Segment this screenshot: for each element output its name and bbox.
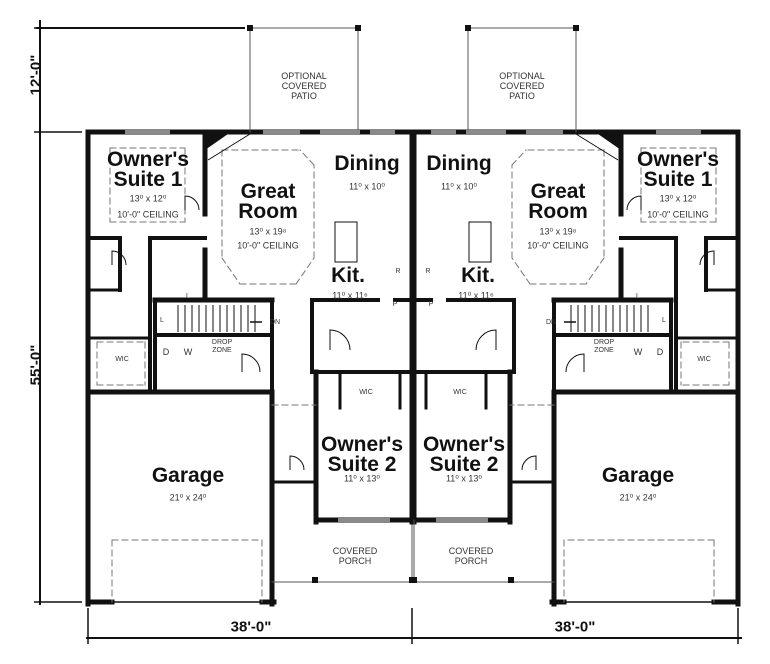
left-washer-label: W	[183, 347, 193, 357]
left-door-swing	[329, 329, 351, 351]
right-fireplace	[598, 134, 621, 150]
left-outline	[221, 257, 241, 285]
left-owners-suite-1-name: Owner's Suite 1	[106, 148, 190, 191]
left-porch-post	[312, 577, 318, 583]
left-wic-1-label: WIC	[115, 356, 129, 363]
right-great-room-size: 13⁰ x 19⁸	[539, 226, 577, 237]
left-great-room-size: 13⁰ x 19⁸	[249, 226, 287, 237]
left-door-swing	[184, 195, 200, 211]
left-patio-label: OPTIONAL COVERED PATIO	[281, 71, 327, 101]
left-dining-name: Dining	[334, 152, 400, 175]
right-patio-label: OPTIONAL COVERED PATIO	[499, 71, 545, 101]
left-pantry-label: P	[392, 301, 398, 308]
right-owners-suite-2-name: Owner's Suite 2	[422, 433, 506, 476]
right-kitchen-island	[468, 221, 492, 263]
right-door-swing	[521, 455, 537, 471]
left-patio-post	[247, 25, 253, 31]
left-linen-1-label: L	[186, 293, 190, 300]
left-outline	[295, 257, 315, 285]
left-owners-suite-1-ceiling: 10'-0" CEILING	[117, 209, 179, 220]
left-fireplace-hearth	[207, 133, 251, 161]
left-garage-name: Garage	[151, 464, 225, 487]
right-garage-size: 21⁰ x 24⁰	[619, 492, 657, 503]
right-kitchen-name: Kit.	[461, 264, 495, 287]
right-wic-2-label: WIC	[453, 389, 467, 396]
right-door-swing	[699, 250, 715, 266]
right-porch-label: COVERED PORCH	[448, 546, 494, 566]
right-porch-post	[411, 577, 417, 583]
right-door-swing	[626, 195, 642, 211]
left-door-swing	[241, 353, 261, 373]
right-door-swing	[475, 329, 497, 351]
right-great-room-name: Great Room	[528, 180, 588, 223]
right-owners-suite-2-size: 11⁰ x 13⁰	[445, 473, 483, 484]
right-owners-suite-1-ceiling: 10'-0" CEILING	[647, 209, 709, 220]
right-porch-post	[508, 577, 514, 583]
left-drop-zone-label: DROP ZONE	[211, 339, 233, 354]
left-outline	[299, 149, 315, 166]
right-great-room-ceiling: 10'-0" CEILING	[527, 240, 589, 251]
right-refrigerator-label: R	[425, 268, 431, 275]
right-patio-post	[465, 25, 471, 31]
left-garage-size: 21⁰ x 24⁰	[169, 492, 207, 503]
left-stair-down-label: DN	[269, 319, 281, 326]
right-outline	[585, 257, 605, 285]
left-porch-label: COVERED PORCH	[332, 546, 378, 566]
right-patio-post	[573, 25, 579, 31]
right-washer-label: W	[633, 347, 643, 357]
left-great-room-name: Great Room	[238, 180, 298, 223]
left-refrigerator-label: R	[395, 268, 401, 275]
left-linen-2-label: L	[160, 317, 164, 324]
right-owners-suite-1-name: Owner's Suite 1	[636, 148, 720, 191]
left-dryer-label: D	[162, 347, 170, 357]
right-door-swing	[565, 353, 585, 373]
right-linen-1-label: L	[636, 293, 640, 300]
right-wic-1-label: WIC	[697, 356, 711, 363]
overall-depth-dimension: 55'-0"	[27, 344, 45, 386]
right-owners-suite-1-size: 13⁰ x 12⁰	[659, 193, 697, 204]
left-owners-suite-1-size: 13⁰ x 12⁰	[129, 193, 167, 204]
right-linen-2-label: L	[662, 317, 666, 324]
right-kitchen-size: 11⁰ x 11⁶	[458, 290, 494, 301]
right-outline	[511, 149, 527, 166]
right-outline	[511, 257, 531, 285]
left-door-swing	[289, 455, 305, 471]
right-pantry-label: P	[428, 301, 434, 308]
left-door-swing	[111, 250, 127, 266]
patio-depth-dimension: 12'-0"	[27, 54, 45, 96]
left-width-dimension: 38'-0"	[230, 618, 272, 636]
left-patio-post	[355, 25, 361, 31]
right-dining-size: 11⁰ x 10⁰	[440, 181, 478, 192]
right-width-dimension: 38'-0"	[554, 618, 596, 636]
right-fireplace-hearth	[575, 133, 619, 161]
left-kitchen-size: 11⁰ x 11⁶	[332, 290, 368, 301]
left-kitchen-name: Kit.	[331, 264, 365, 287]
right-dryer-label: D	[656, 347, 664, 357]
left-great-room-ceiling: 10'-0" CEILING	[237, 240, 299, 251]
left-owners-suite-2-size: 11⁰ x 13⁰	[343, 473, 381, 484]
right-garage-name: Garage	[601, 464, 675, 487]
left-dining-size: 11⁰ x 10⁰	[348, 181, 386, 192]
left-wic-2-label: WIC	[359, 389, 373, 396]
left-owners-suite-2-name: Owner's Suite 2	[320, 433, 404, 476]
left-kitchen-island	[334, 221, 358, 263]
left-fireplace	[205, 134, 228, 150]
right-stair-down-label: DN	[545, 319, 557, 326]
right-drop-zone-label: DROP ZONE	[593, 339, 615, 354]
right-dining-name: Dining	[426, 152, 492, 175]
